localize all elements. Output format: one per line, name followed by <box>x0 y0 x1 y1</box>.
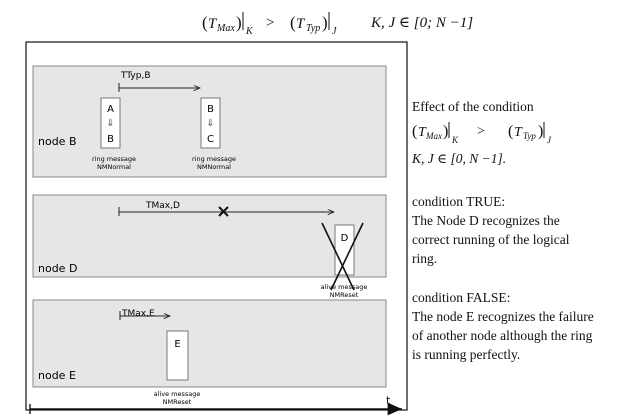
svg-text:Typ: Typ <box>523 131 536 141</box>
panel-node-b: node B TTyp,B A ⇓ B ring message NMNorma… <box>32 65 387 178</box>
svg-text:T: T <box>514 125 523 140</box>
timer-typ-b-label: TTyp,B <box>120 71 151 81</box>
effect-formula: ( T Max ) K > ( T Typ ) J <box>412 122 552 145</box>
svg-text:(: ( <box>412 123 417 140</box>
svg-text:Max: Max <box>425 131 442 141</box>
svg-text:(: ( <box>508 123 513 140</box>
svg-text:D: D <box>341 233 349 244</box>
svg-text:): ) <box>236 13 242 32</box>
timeout-cross-icon <box>218 206 229 217</box>
t-max-subscript: Max <box>216 23 235 34</box>
node-e-label: node E <box>38 369 76 382</box>
condition-false-heading: condition FALSE: <box>412 290 511 305</box>
svg-text:A: A <box>107 104 114 115</box>
ring-message-box-1 <box>100 97 121 149</box>
svg-text:⇓: ⇓ <box>206 118 214 129</box>
svg-text:NMNormal: NMNormal <box>97 163 131 171</box>
index-j: J <box>332 26 337 37</box>
alive-message-box-e <box>166 330 189 381</box>
svg-text:B: B <box>107 134 114 145</box>
ring-message-caption-2: ring message <box>192 155 236 163</box>
node-d-label: node D <box>38 262 77 275</box>
svg-text:T: T <box>418 125 427 140</box>
svg-text:NMNormal: NMNormal <box>197 163 231 171</box>
panel-node-d: node D TMax,D D alive message NMReset <box>32 194 387 299</box>
svg-text:): ) <box>322 13 328 32</box>
alive-message-caption-e: alive message <box>154 390 201 398</box>
svg-text:NMReset: NMReset <box>330 291 359 299</box>
condition-true-heading: condition TRUE: <box>412 194 506 209</box>
condition-false-block: condition FALSE: The node E recognizes t… <box>412 288 640 364</box>
svg-text:): ) <box>443 123 448 140</box>
time-axis-label: t <box>386 394 391 407</box>
svg-text:NMReset: NMReset <box>163 398 192 406</box>
ring-message-caption-1: ring message <box>92 155 136 163</box>
alive-message-caption-d: alive message <box>321 283 368 291</box>
effect-description: Effect of the condition <box>412 97 640 116</box>
ring-message-box-2 <box>200 97 221 149</box>
svg-text:(: ( <box>290 13 296 32</box>
svg-text:T: T <box>296 16 306 32</box>
timing-diagram: node B TTyp,B A ⇓ B ring message NMNorma… <box>25 41 408 416</box>
timer-max-e-label: TMax,E <box>121 309 155 319</box>
panel-e-background <box>32 299 387 388</box>
svg-text:B: B <box>207 104 214 115</box>
t-typ-subscript: Typ <box>306 23 320 34</box>
greater-than: > <box>266 15 274 31</box>
svg-text:(: ( <box>202 13 208 32</box>
panel-node-e: node E TMax,E E alive message NMReset <box>32 299 387 406</box>
svg-text:E: E <box>174 339 180 350</box>
effect-range: K, J ∈ [0, N −1]. <box>412 151 507 166</box>
svg-text:C: C <box>207 134 214 145</box>
timer-max-d-label: TMax,D <box>145 201 180 211</box>
condition-true-block: condition TRUE: The Node D recognizes th… <box>412 192 640 268</box>
svg-text:): ) <box>538 123 543 140</box>
svg-text:>: > <box>477 124 485 139</box>
index-range: K, J ∈ [0; N −1] <box>370 15 473 31</box>
index-k: K <box>245 26 254 37</box>
top-condition-formula: ( T Max ) K > ( T Typ ) J K, J ∈ [0; N −… <box>202 12 473 37</box>
crossed-out-icon <box>321 222 364 291</box>
svg-text:T: T <box>208 16 218 32</box>
svg-text:K: K <box>451 135 459 145</box>
panel-d-background <box>32 194 387 278</box>
svg-text:J: J <box>547 135 552 145</box>
node-b-label: node B <box>38 135 77 148</box>
effect-heading: Effect of the condition <box>412 99 534 114</box>
svg-text:⇓: ⇓ <box>106 118 114 129</box>
